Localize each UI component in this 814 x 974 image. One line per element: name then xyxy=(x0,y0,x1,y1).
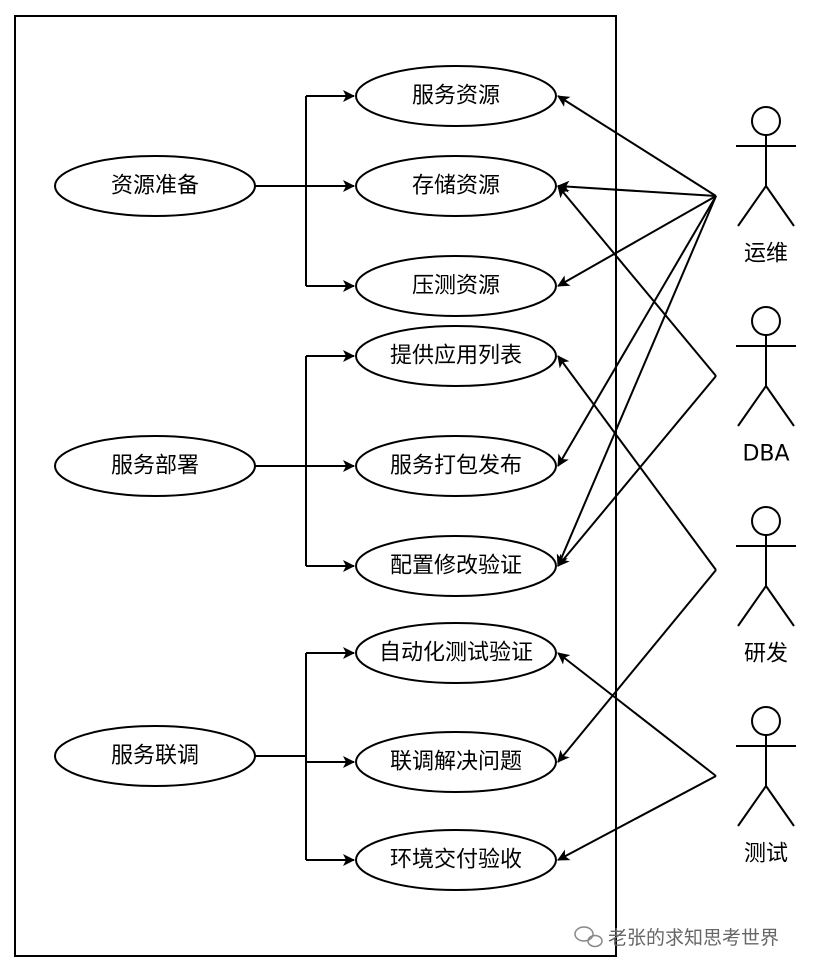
use-case-debug-issues[interactable]: 联调解决问题 xyxy=(355,731,557,793)
actor-dev[interactable]: 研发 xyxy=(736,506,796,667)
group-use-case-service-integration[interactable]: 服务联调 xyxy=(54,725,256,787)
actor-link-arrow xyxy=(557,775,717,861)
watermark: 老张的求知思考世界 xyxy=(574,926,779,949)
use-case-label: 提供应用列表 xyxy=(390,344,522,369)
actor-links xyxy=(556,95,717,861)
group-use-case-service-deploy[interactable]: 服务部署 xyxy=(54,435,256,497)
use-case-label: 联调解决问题 xyxy=(390,750,522,775)
group-label: 服务联调 xyxy=(111,744,199,769)
actor-label: 研发 xyxy=(744,642,788,667)
system-boundary xyxy=(14,15,617,957)
actor-link-arrow xyxy=(557,95,717,197)
group-use-case-resource-prep[interactable]: 资源准备 xyxy=(54,155,256,217)
use-case-label: 服务资源 xyxy=(412,84,500,109)
use-case-label: 服务打包发布 xyxy=(390,454,522,479)
use-case-storage-resource[interactable]: 存储资源 xyxy=(355,155,557,217)
actor-link-arrow xyxy=(557,652,717,777)
actor-link-arrow xyxy=(557,355,717,571)
group-label: 资源准备 xyxy=(111,174,199,199)
wechat-icon xyxy=(574,926,603,948)
use-case-package-release[interactable]: 服务打包发布 xyxy=(355,435,557,497)
stick-figure-icon xyxy=(736,106,796,227)
use-case-label: 环境交付验收 xyxy=(390,848,522,873)
stick-figure-icon xyxy=(736,306,796,427)
use-case-app-list[interactable]: 提供应用列表 xyxy=(355,325,557,387)
actor-link-arrow xyxy=(557,180,717,197)
actor-qa[interactable]: 测试 xyxy=(736,706,796,867)
actor-link-arrow xyxy=(557,375,717,567)
use-case-label: 存储资源 xyxy=(412,174,500,199)
use-case-label: 压测资源 xyxy=(412,274,500,299)
actor-link-arrow xyxy=(557,569,717,763)
actor-label: DBA xyxy=(742,442,789,467)
use-case-label: 配置修改验证 xyxy=(390,554,522,579)
actor-link-arrow xyxy=(557,185,717,377)
actor-link-arrow xyxy=(557,195,717,287)
actor-label: 运维 xyxy=(744,242,788,267)
use-case-label: 自动化测试验证 xyxy=(379,641,533,666)
actor-link-arrow xyxy=(556,195,717,567)
use-case-auto-test[interactable]: 自动化测试验证 xyxy=(355,622,557,684)
stick-figure-icon xyxy=(736,706,796,827)
use-case-loadtest-resource[interactable]: 压测资源 xyxy=(355,255,557,317)
use-case-env-acceptance[interactable]: 环境交付验收 xyxy=(355,829,557,891)
watermark-text: 老张的求知思考世界 xyxy=(608,927,779,949)
actor-label: 测试 xyxy=(744,842,788,867)
actor-ops[interactable]: 运维 xyxy=(736,106,796,267)
actor-dba[interactable]: DBA xyxy=(736,306,796,467)
actor-link-arrow xyxy=(557,195,717,467)
connectors xyxy=(255,90,355,866)
group-label: 服务部署 xyxy=(111,454,199,479)
stick-figure-icon xyxy=(736,506,796,627)
use-case-service-resource[interactable]: 服务资源 xyxy=(355,65,557,127)
use-case-config-verify[interactable]: 配置修改验证 xyxy=(355,535,557,597)
